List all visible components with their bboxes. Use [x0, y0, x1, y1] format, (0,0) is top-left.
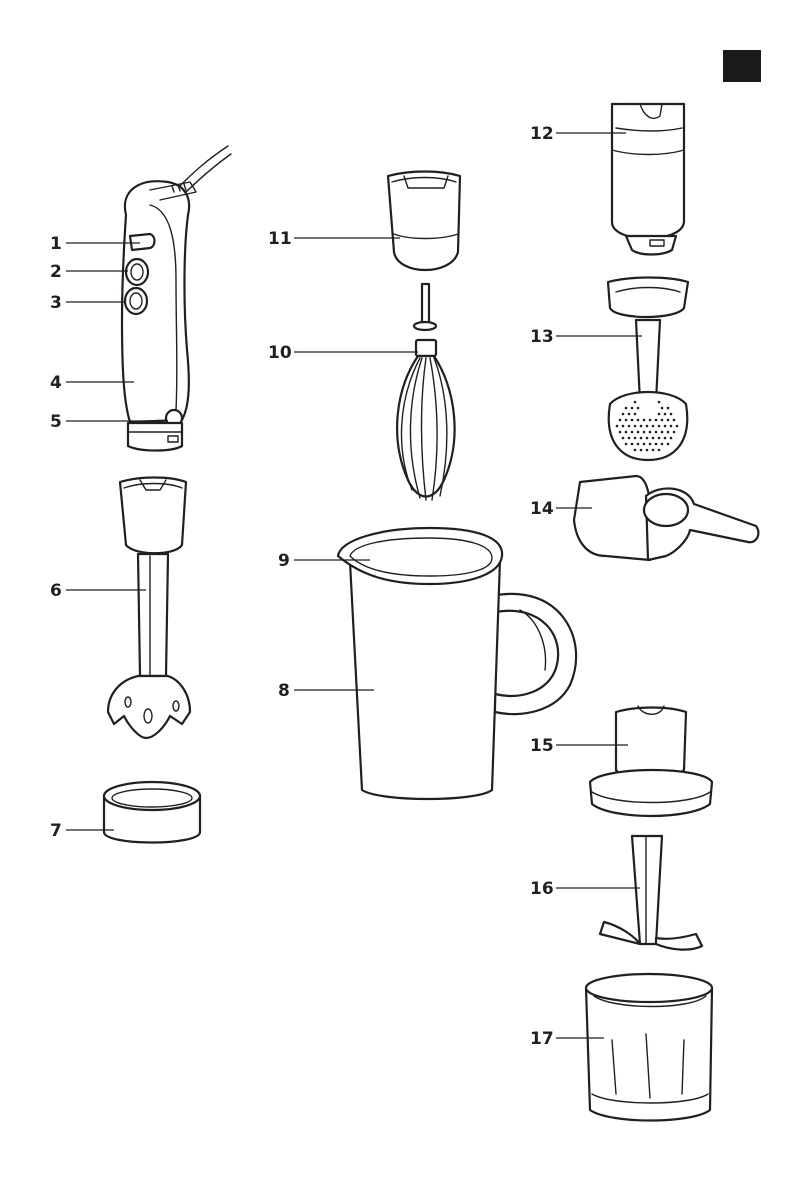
masher-hole — [655, 419, 658, 422]
callout-3: 3 — [50, 293, 62, 313]
masher-hole — [622, 413, 625, 416]
masher-hole — [634, 449, 637, 452]
masher-hole — [634, 401, 637, 404]
masher-hole — [631, 407, 634, 410]
callout-8: 8 — [278, 681, 290, 701]
masher-hole — [619, 419, 622, 422]
masher-hole — [631, 419, 634, 422]
masher-hole — [658, 425, 661, 428]
masher-hole — [625, 419, 628, 422]
masher-hole — [640, 437, 643, 440]
masher-hole — [676, 425, 679, 428]
masher-hole — [670, 413, 673, 416]
callout-10: 10 — [268, 343, 292, 363]
chopper-bowl — [586, 974, 712, 1121]
masher-hole — [667, 431, 670, 434]
masher-hole — [622, 425, 625, 428]
masher-hole — [649, 419, 652, 422]
masher-hole — [634, 425, 637, 428]
masher-hole — [616, 425, 619, 428]
masher-hole — [634, 437, 637, 440]
callout-2: 2 — [50, 262, 62, 282]
masher-hole — [649, 443, 652, 446]
callout-5: 5 — [50, 412, 62, 432]
whisk — [397, 284, 454, 500]
masher-hole — [637, 407, 640, 410]
masher-hole — [619, 431, 622, 434]
masher-hole — [667, 407, 670, 410]
blender-bar — [108, 478, 190, 739]
masher-hole — [661, 431, 664, 434]
callout-7: 7 — [50, 821, 62, 841]
beaker — [338, 528, 576, 799]
masher-hole — [649, 431, 652, 434]
masher-hole — [655, 443, 658, 446]
masher-hole — [625, 431, 628, 434]
masher-hole — [640, 449, 643, 452]
masher-hole — [625, 443, 628, 446]
masher-hole — [670, 437, 673, 440]
masher-hole — [652, 425, 655, 428]
masher — [608, 278, 688, 461]
masher-hole — [670, 425, 673, 428]
masher-hole — [661, 407, 664, 410]
masher-hole — [637, 443, 640, 446]
masher-hole — [673, 419, 676, 422]
masher-hole — [628, 413, 631, 416]
callout-17: 17 — [530, 1029, 554, 1049]
masher-hole — [646, 437, 649, 440]
callout-4: 4 — [50, 373, 62, 393]
callout-13: 13 — [530, 327, 554, 347]
callout-14: 14 — [530, 499, 554, 519]
chopper-blade — [600, 836, 702, 950]
masher-hole — [631, 443, 634, 446]
callout-6: 6 — [50, 581, 62, 601]
masher-hole — [664, 425, 667, 428]
masher-hole — [658, 437, 661, 440]
masher-hole — [631, 431, 634, 434]
masher-hole — [622, 437, 625, 440]
masher-hole — [643, 419, 646, 422]
masher-hole — [628, 437, 631, 440]
masher-hole — [655, 431, 658, 434]
callout-12: 12 — [530, 124, 554, 144]
masher-hole — [658, 401, 661, 404]
masher-hole — [664, 437, 667, 440]
masher-hole — [673, 431, 676, 434]
masher-hole — [646, 425, 649, 428]
chopper-top — [612, 104, 684, 255]
masher-hole — [661, 443, 664, 446]
masher-hole — [652, 437, 655, 440]
masher-hole — [628, 425, 631, 428]
masher-hole — [667, 443, 670, 446]
chopper-lid — [590, 706, 712, 816]
masher-hole — [625, 407, 628, 410]
masher-hole — [640, 425, 643, 428]
masher-hole — [634, 413, 637, 416]
masher-hole — [637, 431, 640, 434]
masher-hole — [658, 413, 661, 416]
masher-hole — [643, 431, 646, 434]
callout-15: 15 — [530, 736, 554, 756]
masher-hole — [643, 443, 646, 446]
masher-hole — [664, 413, 667, 416]
masher-hole — [667, 419, 670, 422]
language-tab — [723, 50, 761, 82]
masher-hole — [661, 419, 664, 422]
measuring-scoop — [574, 476, 758, 560]
anti-splash-ring — [104, 782, 200, 843]
masher-hole — [637, 419, 640, 422]
callout-1: 1 — [50, 234, 62, 254]
masher-hole — [646, 449, 649, 452]
callout-9: 9 — [278, 551, 290, 571]
masher-hole — [652, 449, 655, 452]
whisk-gearbox — [388, 172, 460, 271]
masher-hole — [658, 449, 661, 452]
callout-11: 11 — [268, 229, 292, 249]
callout-16: 16 — [530, 879, 554, 899]
motor-unit — [122, 146, 231, 451]
